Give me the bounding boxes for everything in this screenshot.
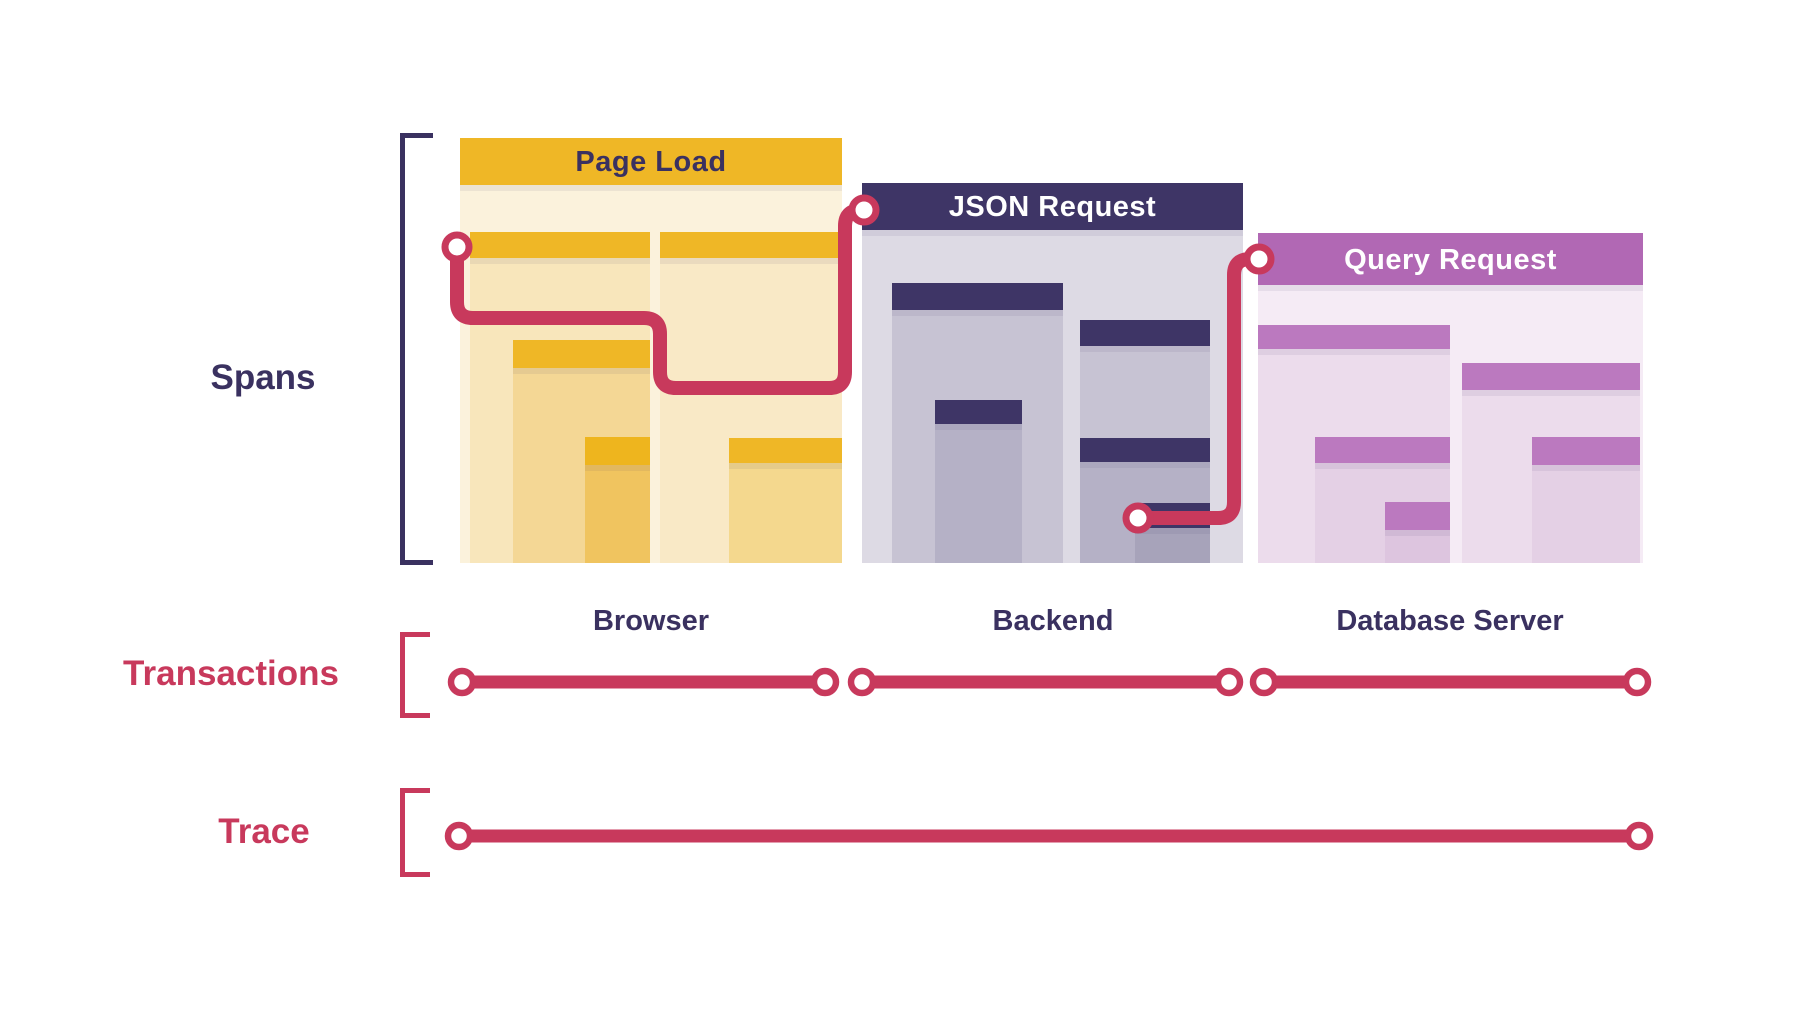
trace-endpoint-dot <box>444 821 474 851</box>
span-bar <box>1385 530 1450 563</box>
span-bar-header <box>1385 502 1450 530</box>
transaction-endpoint-dot <box>1214 667 1244 697</box>
span-bar <box>585 465 650 563</box>
span-bar-header <box>660 232 842 258</box>
page-load-title: Page Load <box>575 146 727 178</box>
span-bar-header <box>1315 437 1450 463</box>
transaction-endpoint-dot <box>1622 667 1652 697</box>
spans-label: Spans <box>210 358 316 397</box>
trace-label: Trace <box>218 812 310 851</box>
database-span-panel: Query Request <box>1258 233 1643 563</box>
transaction-endpoint-dot <box>1249 667 1279 697</box>
span-bar-header <box>935 400 1022 424</box>
json-request-title: JSON Request <box>948 191 1157 223</box>
trace-bracket <box>400 788 430 877</box>
browser-service-label: Browser <box>592 605 710 637</box>
backend-service-label: Backend <box>992 605 1114 637</box>
trace-endpoint-dot <box>1624 821 1654 851</box>
span-bar-header <box>513 340 650 368</box>
transaction-endpoint-dot <box>810 667 840 697</box>
span-bar-header <box>1462 363 1640 390</box>
span-bar-header <box>1532 437 1640 465</box>
span-bar-header <box>470 232 650 258</box>
backend-span-panel: JSON Request <box>862 183 1243 563</box>
span-bar <box>1135 528 1210 563</box>
query-request-title: Query Request <box>1344 244 1557 276</box>
transaction-endpoint-dot <box>847 667 877 697</box>
transactions-bracket <box>400 632 430 718</box>
span-bar-header <box>1135 503 1210 528</box>
span-bar-header <box>1080 320 1210 346</box>
transactions-label: Transactions <box>123 654 339 693</box>
span-bar-header <box>1258 325 1450 349</box>
span-bar-header <box>1080 438 1210 462</box>
page-load-header: Page Load <box>460 138 842 185</box>
transaction-endpoint-dot <box>447 667 477 697</box>
span-bar <box>935 424 1022 563</box>
span-bar-header <box>892 283 1063 310</box>
span-bar-header <box>585 437 650 465</box>
json-request-header: JSON Request <box>862 183 1243 230</box>
browser-span-panel: Page Load <box>460 138 842 563</box>
spans-bracket <box>400 133 433 565</box>
query-request-header: Query Request <box>1258 233 1643 285</box>
span-bar-header <box>729 438 842 463</box>
database-service-label: Database Server <box>1336 605 1564 637</box>
span-bar <box>729 463 842 563</box>
span-bar <box>1532 465 1640 563</box>
